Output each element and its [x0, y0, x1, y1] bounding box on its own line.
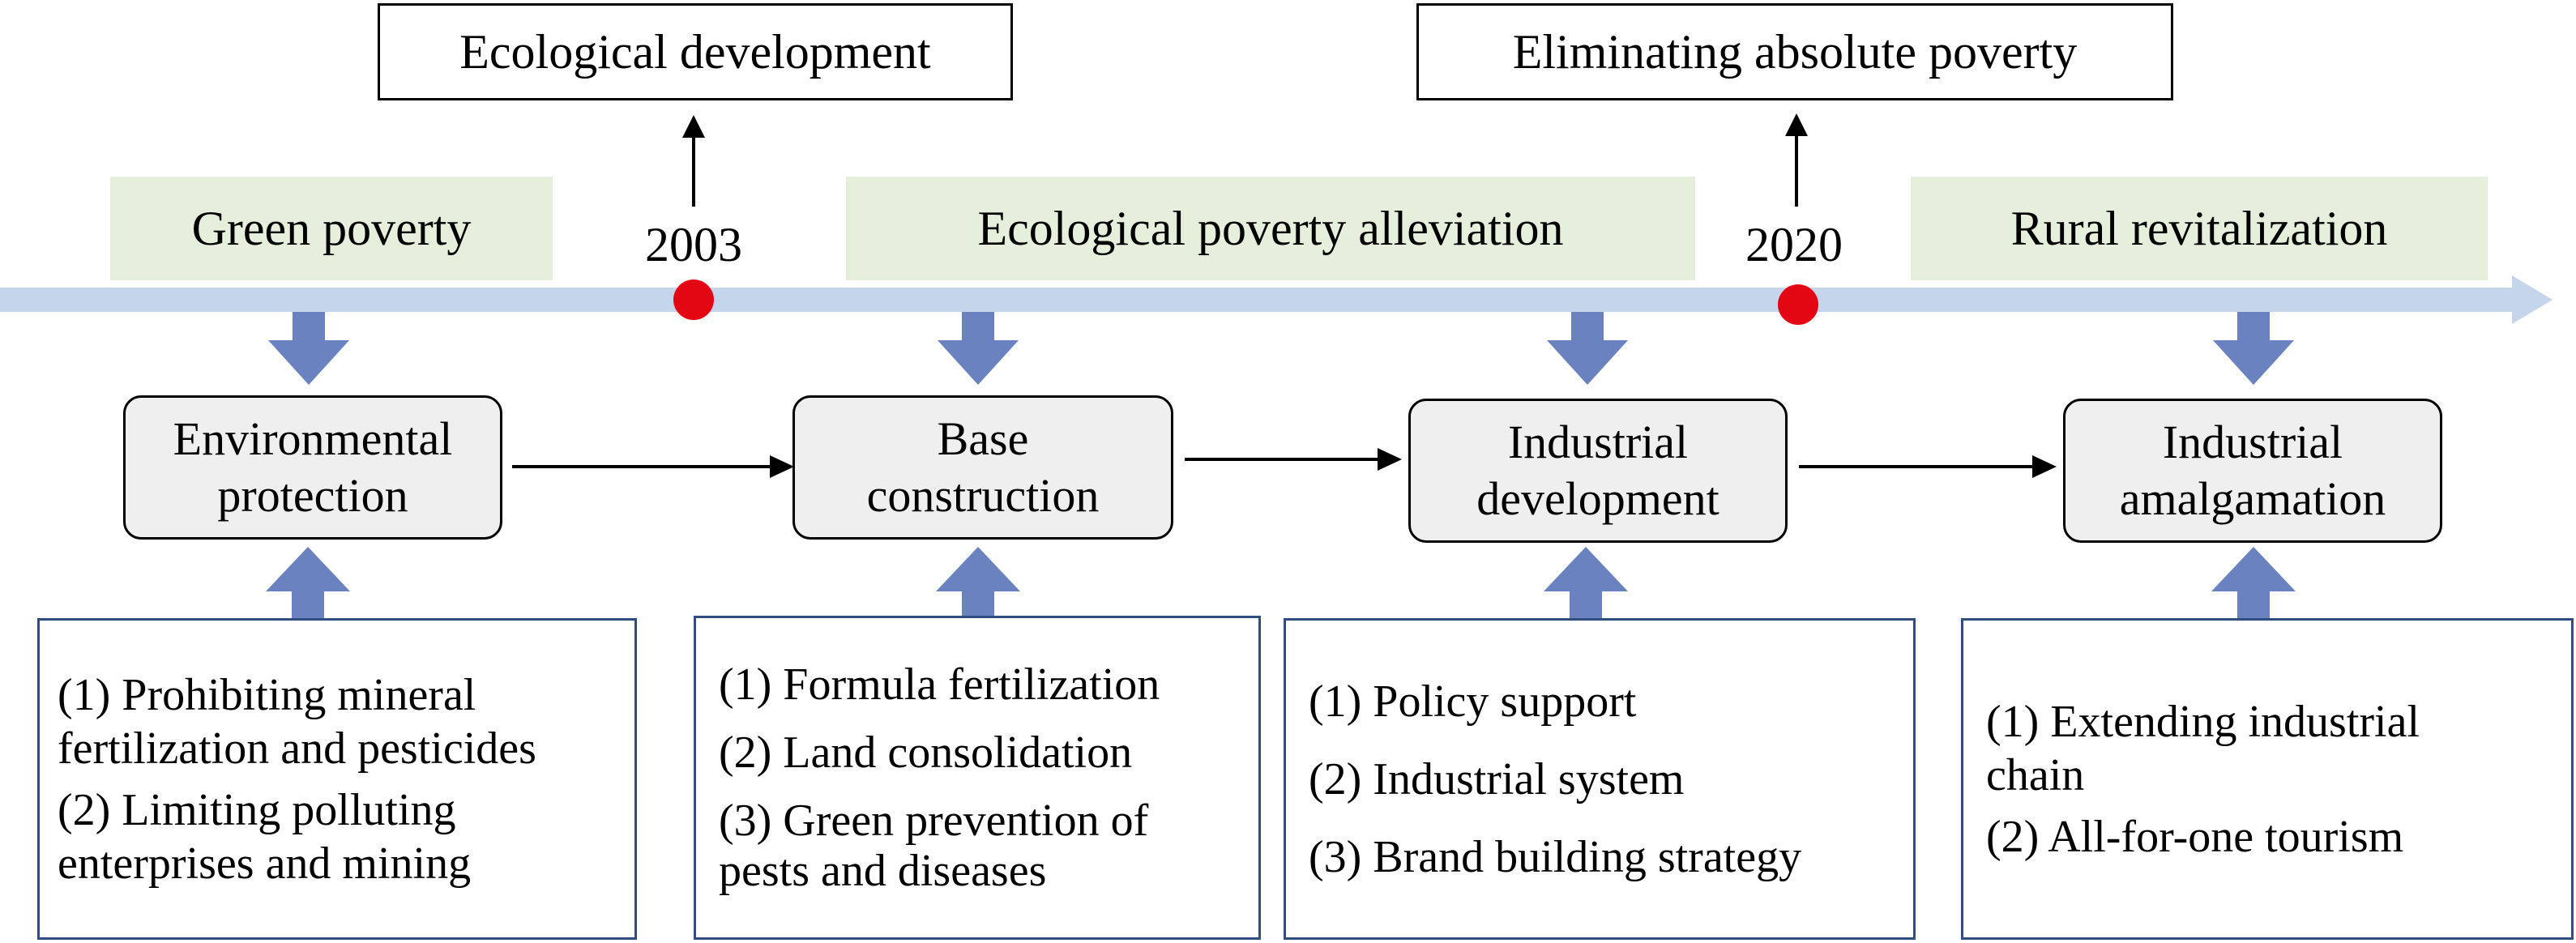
- measure-line: (2) Limiting polluting: [58, 784, 456, 835]
- measure-line: (2) All-for-one tourism: [1986, 811, 2404, 862]
- up-block-arrow-4: [2211, 547, 2296, 618]
- year-2020: 2020: [1745, 218, 1843, 271]
- measure-line: fertilization and pesticides: [58, 723, 536, 774]
- flow-arrow-1: [512, 455, 794, 478]
- milestone-label: Eliminating absolute poverty: [1512, 24, 2078, 79]
- down-block-arrow-3: [1547, 312, 1628, 385]
- phase-ecological-poverty-alleviation: Ecological poverty alleviation: [846, 177, 1695, 280]
- flow-arrow-3: [1799, 455, 2057, 478]
- down-block-arrow-1: [268, 312, 349, 385]
- phase-label: Rural revitalization: [2010, 201, 2388, 255]
- measures-box-4: (1) Extending industrial chain (2) All-f…: [1961, 618, 2574, 940]
- measure-line: (2) Industrial system: [1309, 753, 1685, 804]
- measures-box-3: (1) Policy support (2) Industrial system…: [1284, 618, 1916, 940]
- up-block-arrow-3: [1544, 547, 1628, 618]
- measures-box-1: (1) Prohibiting mineral fertilization an…: [37, 618, 637, 940]
- measure-line: enterprises and mining: [58, 838, 472, 889]
- stage-label-line1: Base: [937, 412, 1029, 465]
- phase-label: Ecological poverty alleviation: [977, 201, 1564, 255]
- stage-label-line2: protection: [217, 469, 408, 522]
- up-block-arrow-2: [936, 547, 1020, 618]
- measure-line: (1) Prohibiting mineral: [58, 669, 476, 720]
- stage-base-construction: Base construction: [792, 395, 1173, 540]
- year-2003: 2003: [645, 218, 742, 271]
- phase-label: Green poverty: [191, 201, 472, 255]
- stage-label-line1: Environmental: [173, 412, 453, 465]
- down-block-arrow-2: [938, 312, 1019, 385]
- measure-line: (1) Formula fertilization: [719, 659, 1160, 710]
- up-block-arrow-1: [266, 547, 350, 618]
- stage-environmental-protection: Environmental protection: [123, 395, 502, 540]
- stage-industrial-amalgamation: Industrial amalgamation: [2063, 399, 2442, 543]
- measure-line: (2) Land consolidation: [719, 728, 1133, 778]
- measures-box-2: (1) Formula fertilization (2) Land conso…: [694, 616, 1261, 940]
- flow-arrow-2: [1185, 448, 1402, 471]
- milestone-arrow-2003: [682, 115, 705, 207]
- stage-label-line2: development: [1476, 472, 1719, 525]
- stage-label-line1: Industrial: [1507, 416, 1689, 468]
- measure-line: (1) Policy support: [1309, 676, 1637, 727]
- measure-line: (1) Extending industrial: [1986, 696, 2420, 747]
- measure-line: (3) Brand building strategy: [1309, 831, 1802, 882]
- milestone-arrow-2020: [1785, 113, 1808, 207]
- milestone-box-eliminating-poverty: Eliminating absolute poverty: [1416, 3, 2173, 100]
- phase-rural-revitalization: Rural revitalization: [1911, 177, 2488, 280]
- marker-2020: [1778, 284, 1818, 325]
- milestone-label: Ecological development: [459, 24, 931, 79]
- measure-line: (3) Green prevention of: [719, 796, 1149, 846]
- milestone-box-ecological-development: Ecological development: [378, 3, 1013, 100]
- measure-line: pests and diseases: [719, 846, 1047, 896]
- stage-label-line1: Industrial: [2162, 416, 2343, 468]
- down-block-arrow-4: [2213, 312, 2294, 385]
- stage-label-line2: construction: [866, 469, 1100, 522]
- stage-label-line2: amalgamation: [2119, 472, 2386, 525]
- stage-industrial-development: Industrial development: [1408, 399, 1788, 543]
- measure-line: chain: [1986, 749, 2085, 800]
- timeline-arrow: [0, 275, 2553, 324]
- marker-2003: [673, 279, 714, 320]
- phase-green-poverty: Green poverty: [110, 177, 553, 280]
